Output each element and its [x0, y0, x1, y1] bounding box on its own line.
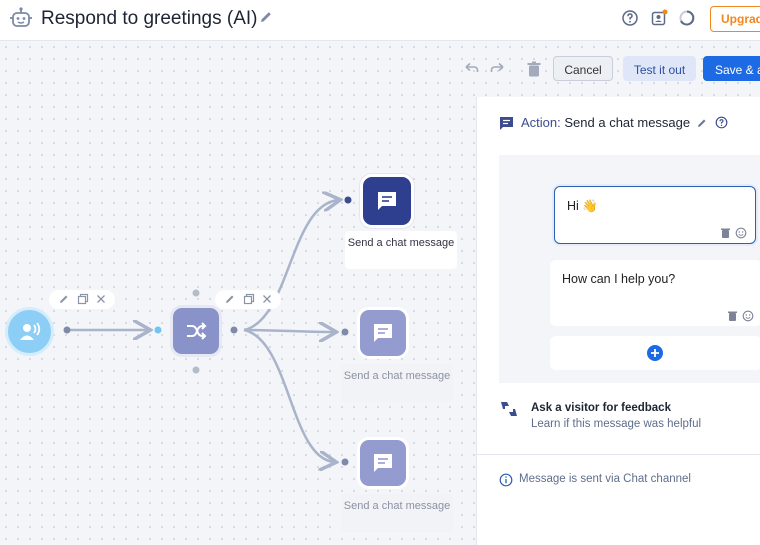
edit-action-icon[interactable]: [696, 117, 708, 129]
divider: [477, 454, 760, 455]
router-node-tools: [215, 290, 281, 309]
message-tools: [721, 227, 747, 239]
flow-connectors: [63, 0, 352, 545]
router-out-port: [230, 326, 238, 334]
help-icon[interactable]: [715, 116, 728, 129]
shuffle-icon: [187, 322, 207, 340]
delete-icon[interactable]: [721, 228, 730, 239]
delete-icon[interactable]: [728, 311, 737, 322]
edit-icon[interactable]: [224, 293, 236, 305]
branch-connector-1: [243, 200, 338, 332]
undo-icon[interactable]: [462, 60, 480, 78]
add-message-row[interactable]: [550, 336, 760, 370]
save-button[interactable]: Save & a: [703, 56, 760, 81]
send-chat-message-node-2[interactable]: [357, 307, 409, 359]
router-in-port: [154, 326, 162, 334]
trigger-out-port: [63, 326, 71, 334]
branch-in-port-1: [344, 196, 352, 204]
upgrade-button[interactable]: Upgrade: [710, 6, 760, 32]
node-label-3: Send a chat message: [341, 494, 453, 532]
info-icon: [499, 473, 513, 487]
action-prefix: Action:: [521, 115, 561, 130]
add-message-icon[interactable]: [647, 345, 663, 361]
feedback-title: Ask a visitor for feedback: [531, 402, 671, 414]
cancel-button[interactable]: Cancel: [553, 56, 613, 81]
trigger-node-tools: [49, 290, 115, 309]
message-bubble-1[interactable]: Hi 👋: [554, 186, 756, 244]
branch-in-port-2: [341, 328, 349, 336]
send-chat-message-node-1[interactable]: [360, 174, 414, 228]
channel-note: Message is sent via Chat channel: [519, 473, 691, 485]
router-top-port: [192, 289, 200, 297]
action-name: Send a chat message: [564, 115, 691, 130]
help-icon[interactable]: [621, 9, 639, 27]
panel-header: Action: Send a chat message: [521, 115, 690, 133]
duplicate-icon[interactable]: [77, 293, 89, 305]
page-title: Respond to greetings (AI): [41, 8, 258, 29]
message-bubble-2[interactable]: How can I help you?: [550, 260, 760, 326]
router-bottom-port: [192, 366, 200, 374]
close-icon[interactable]: [95, 293, 107, 305]
feedback-subtitle: Learn if this message was helpful: [531, 418, 702, 430]
message-text: How can I help you?: [562, 272, 676, 286]
close-icon[interactable]: [261, 293, 273, 305]
message-list: Hi 👋 How can I help you?: [499, 155, 760, 383]
top-bar: Respond to greetings (AI) Upgrade: [0, 0, 760, 41]
contacts-notification-icon[interactable]: [650, 9, 668, 27]
action-settings-panel: Action: Send a chat message Hi 👋 How can…: [476, 97, 760, 545]
redo-icon[interactable]: [489, 60, 507, 78]
emoji-icon[interactable]: [735, 227, 747, 239]
test-it-out-button[interactable]: Test it out: [623, 56, 696, 81]
trash-icon[interactable]: [525, 60, 543, 78]
message-text: Hi 👋: [567, 199, 598, 213]
chat-message-icon: [500, 117, 513, 130]
branch-connector-2: [243, 330, 334, 332]
chat-message-icon: [374, 324, 392, 342]
node-label-2: Send a chat message: [341, 364, 453, 402]
random-router-node[interactable]: [170, 305, 222, 357]
duplicate-icon[interactable]: [243, 293, 255, 305]
visitor-chat-icon: [20, 322, 41, 340]
node-label-1: Send a chat message: [345, 231, 457, 269]
loading-progress-icon: [679, 10, 695, 26]
edit-icon[interactable]: [58, 293, 70, 305]
thumbs-feedback-icon: [501, 402, 517, 416]
edit-title-icon[interactable]: [258, 9, 274, 25]
message-tools: [728, 310, 754, 322]
send-chat-message-node-3[interactable]: [357, 437, 409, 489]
emoji-icon[interactable]: [742, 310, 754, 322]
branch-connector-3: [243, 328, 334, 462]
branch-in-port-3: [341, 458, 349, 466]
chat-message-icon: [374, 454, 392, 472]
chat-message-icon: [378, 192, 396, 210]
trigger-node[interactable]: [5, 307, 54, 356]
bot-icon: [10, 7, 32, 27]
